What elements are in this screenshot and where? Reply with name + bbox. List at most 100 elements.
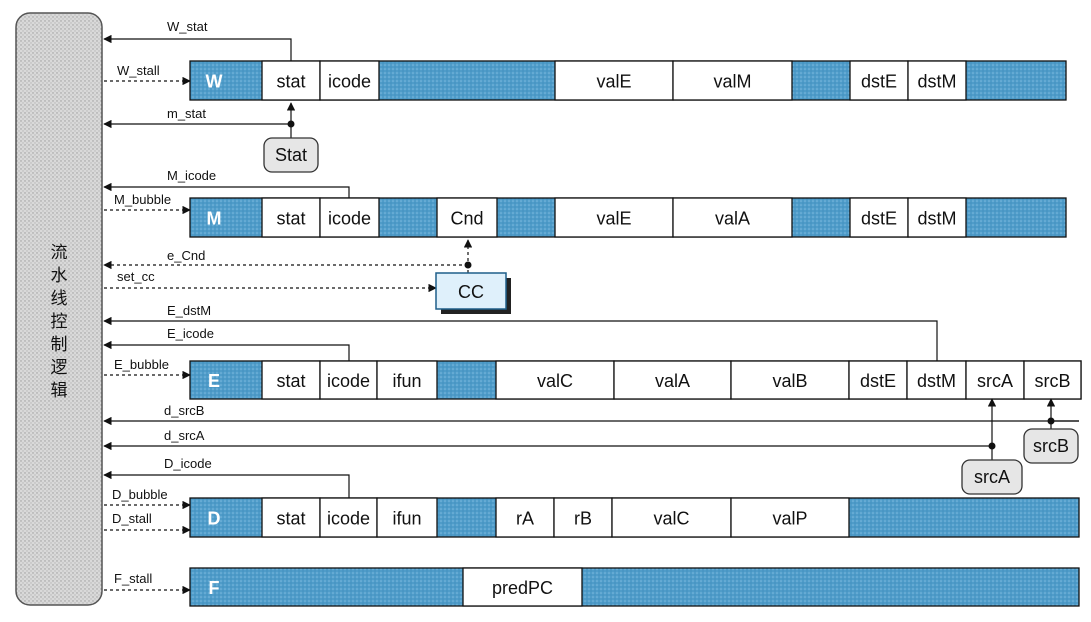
stage-d-field-stat-cell xyxy=(261,497,321,538)
pipeline-control-logic-block xyxy=(15,12,103,606)
stage-m-field-dstm-cell xyxy=(907,197,967,238)
cc-unit-label: CC xyxy=(458,282,484,302)
stage-m-field-vala: valA xyxy=(715,209,750,229)
stage-m-field-vala-cell xyxy=(672,197,793,238)
e-icode-wire xyxy=(103,340,350,361)
d-stall-label: D_stall xyxy=(112,511,152,526)
w-stall-label: W_stall xyxy=(117,63,160,78)
e-icode-label: E_icode xyxy=(167,326,214,341)
stage-w-field-dste: dstE xyxy=(861,72,897,92)
stage-f-field-predpc: predPC xyxy=(492,578,553,598)
stage-w-field-icode-cell xyxy=(319,60,380,101)
stage-e-field-valb-cell xyxy=(730,360,850,400)
d-srcb-junction xyxy=(1047,417,1055,425)
stage-w-field-icode: icode xyxy=(328,72,371,92)
stage-w-field-valm: valM xyxy=(713,72,751,92)
stage-w-field-stat: stat xyxy=(276,72,305,92)
stage-d-field-valp: valP xyxy=(772,509,807,529)
e-dstm-label: E_dstM xyxy=(167,303,211,318)
e-cnd-junction xyxy=(464,261,472,269)
stage-d-field-ifun: ifun xyxy=(392,509,421,529)
stage-w-field-vale: valE xyxy=(596,72,631,92)
stage-w-letter: W xyxy=(206,72,223,92)
stage-m-field-icode: icode xyxy=(328,209,371,229)
stage-m-field-dste-cell xyxy=(849,197,909,238)
stage-m-field-dste: dstE xyxy=(861,209,897,229)
stage-e-field-valc: valC xyxy=(537,371,573,391)
stage-e-field-icode: icode xyxy=(327,371,370,391)
stage-d-letter: D xyxy=(208,509,221,529)
d-icode-label: D_icode xyxy=(164,456,212,471)
stage-e-field-srcb-cell xyxy=(1023,360,1082,400)
m-stat-junction xyxy=(287,120,295,128)
w-stat-label: W_stat xyxy=(167,19,208,34)
stage-e-field-dste: dstE xyxy=(860,371,896,391)
stage-d-field-icode: icode xyxy=(327,509,370,529)
pipeline-control-logic-label: 流水线控制逻辑 xyxy=(51,243,68,401)
stat-unit xyxy=(263,137,319,173)
stage-w-field-valm-cell xyxy=(672,60,793,101)
stage-w-field-dstm: dstM xyxy=(917,72,956,92)
stat-unit-label: Stat xyxy=(275,145,307,165)
d-srcb-label: d_srcB xyxy=(164,403,204,418)
stage-d-field-rb: rB xyxy=(574,509,592,529)
stage-m-field-vale: valE xyxy=(596,209,631,229)
stage-e-field-icode-cell xyxy=(319,360,378,400)
cc-unit xyxy=(435,272,507,310)
stage-m-field-cnd-cell xyxy=(436,197,498,238)
m-stat-wire xyxy=(103,119,292,138)
stage-d-field-stat: stat xyxy=(276,509,305,529)
stage-e-field-dstm: dstM xyxy=(917,371,956,391)
stage-w-field-dste-cell xyxy=(849,60,909,101)
stage-m-letter: M xyxy=(207,209,222,229)
stage-e-field-srca: srcA xyxy=(977,371,1013,391)
stage-e-field-stat-cell xyxy=(261,360,321,400)
stage-m-field-cnd: Cnd xyxy=(450,209,483,229)
stage-d-field-valp-cell xyxy=(730,497,850,538)
m-icode-wire xyxy=(103,182,350,198)
stage-e-field-dste-cell xyxy=(848,360,908,400)
stage-w-field-dstm-cell xyxy=(907,60,967,101)
m-icode-label: M_icode xyxy=(167,168,216,183)
stage-m-field-stat-cell xyxy=(261,197,321,238)
srca-unit-label: srcA xyxy=(974,467,1010,487)
stage-f-letter: F xyxy=(209,578,220,598)
d-bubble-label: D_bubble xyxy=(112,487,168,502)
stage-e-field-stat: stat xyxy=(276,371,305,391)
e-dstm-wire xyxy=(103,316,938,361)
stage-d-field-ra-cell xyxy=(495,497,555,538)
stage-w-field-stat-cell xyxy=(261,60,321,101)
d-icode-wire xyxy=(103,470,350,498)
srcb-unit-label: srcB xyxy=(1033,436,1069,456)
stage-m-field-dstm: dstM xyxy=(917,209,956,229)
stage-d-field-valc: valC xyxy=(653,509,689,529)
stage-e-field-ifun-cell xyxy=(376,360,438,400)
stage-d-field-icode-cell xyxy=(319,497,378,538)
d-srca-junction xyxy=(988,442,996,450)
stage-e-field-vala: valA xyxy=(655,371,690,391)
e-bubble-label: E_bubble xyxy=(114,357,169,372)
stage-f-field-predpc-cell xyxy=(462,567,583,607)
f-stall-label: F_stall xyxy=(114,571,152,586)
m-bubble-label: M_bubble xyxy=(114,192,171,207)
stage-e-field-valb: valB xyxy=(772,371,807,391)
w-stat-wire xyxy=(103,34,292,61)
stage-m-field-stat: stat xyxy=(276,209,305,229)
srcb-unit xyxy=(1023,428,1079,464)
stage-d-field-ra: rA xyxy=(516,509,534,529)
stage-e-field-ifun: ifun xyxy=(392,371,421,391)
stage-d-field-ifun-cell xyxy=(376,497,438,538)
stage-m-field-icode-cell xyxy=(319,197,380,238)
stage-e-field-valc-cell xyxy=(495,360,615,400)
srca-unit xyxy=(961,459,1023,495)
e-cnd-label: e_Cnd xyxy=(167,248,205,263)
m-stat-label: m_stat xyxy=(167,106,206,121)
d-srca-label: d_srcA xyxy=(164,428,205,443)
stage-f-bar xyxy=(189,567,1080,607)
